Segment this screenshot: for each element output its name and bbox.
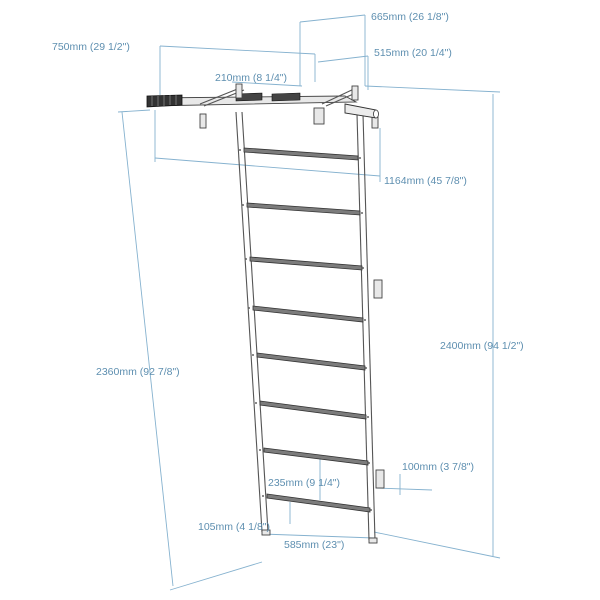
mid-wall-bracket <box>373 279 383 299</box>
pull-up-bar <box>146 83 379 125</box>
bar-width-label: 750mm (29 1/2") <box>52 41 130 53</box>
center-bracket <box>313 107 325 125</box>
right-rail <box>356 113 370 541</box>
left-rail-inner <box>241 111 269 533</box>
rung <box>252 305 364 323</box>
grip-spacing-label: 210mm (8 1/4") <box>215 72 287 84</box>
left-arm <box>199 87 241 105</box>
right-arm <box>321 87 357 105</box>
mid-grip-left <box>235 92 263 102</box>
rung <box>249 256 363 271</box>
ladder-frame <box>235 111 378 544</box>
right-handle <box>344 103 377 119</box>
left-rail <box>235 111 263 533</box>
left-mount-post <box>235 83 243 99</box>
left-foot <box>261 529 271 536</box>
rail-rivets <box>239 149 372 511</box>
rung <box>259 400 367 420</box>
right-mount-post <box>351 85 359 101</box>
mid-grip-right <box>271 92 301 102</box>
rungs <box>243 147 371 513</box>
ladder-height-label: 2360mm (92 7/8") <box>96 366 180 378</box>
wall-brackets <box>199 111 385 489</box>
bar-depth-label: 515mm (20 1/4") <box>374 47 452 59</box>
total-height-label: 2400mm (94 1/2") <box>440 340 524 352</box>
rung <box>263 447 369 466</box>
bottom-gap-label: 105mm (4 1/8") <box>198 521 270 533</box>
total-width-label: 1164mm (45 7/8") <box>384 175 467 187</box>
rung <box>266 493 371 513</box>
rung-spacing-label: 235mm (9 1/4") <box>268 477 340 489</box>
rung <box>243 147 359 161</box>
dimension-labels: 665mm (26 1/8") 750mm (29 1/2") 515mm (2… <box>52 11 524 551</box>
dimension-lines <box>117 14 501 591</box>
right-rail-inner <box>362 113 376 541</box>
ladder-width-label: 585mm (23") <box>284 539 344 551</box>
low-wall-bracket <box>375 469 385 489</box>
right-foot <box>368 537 378 544</box>
top-depth-label: 665mm (26 1/8") <box>371 11 449 23</box>
top-left-bracket <box>199 113 207 129</box>
rung <box>256 352 366 371</box>
rung <box>246 202 361 216</box>
wall-gap-label: 100mm (3 7/8") <box>402 461 474 473</box>
